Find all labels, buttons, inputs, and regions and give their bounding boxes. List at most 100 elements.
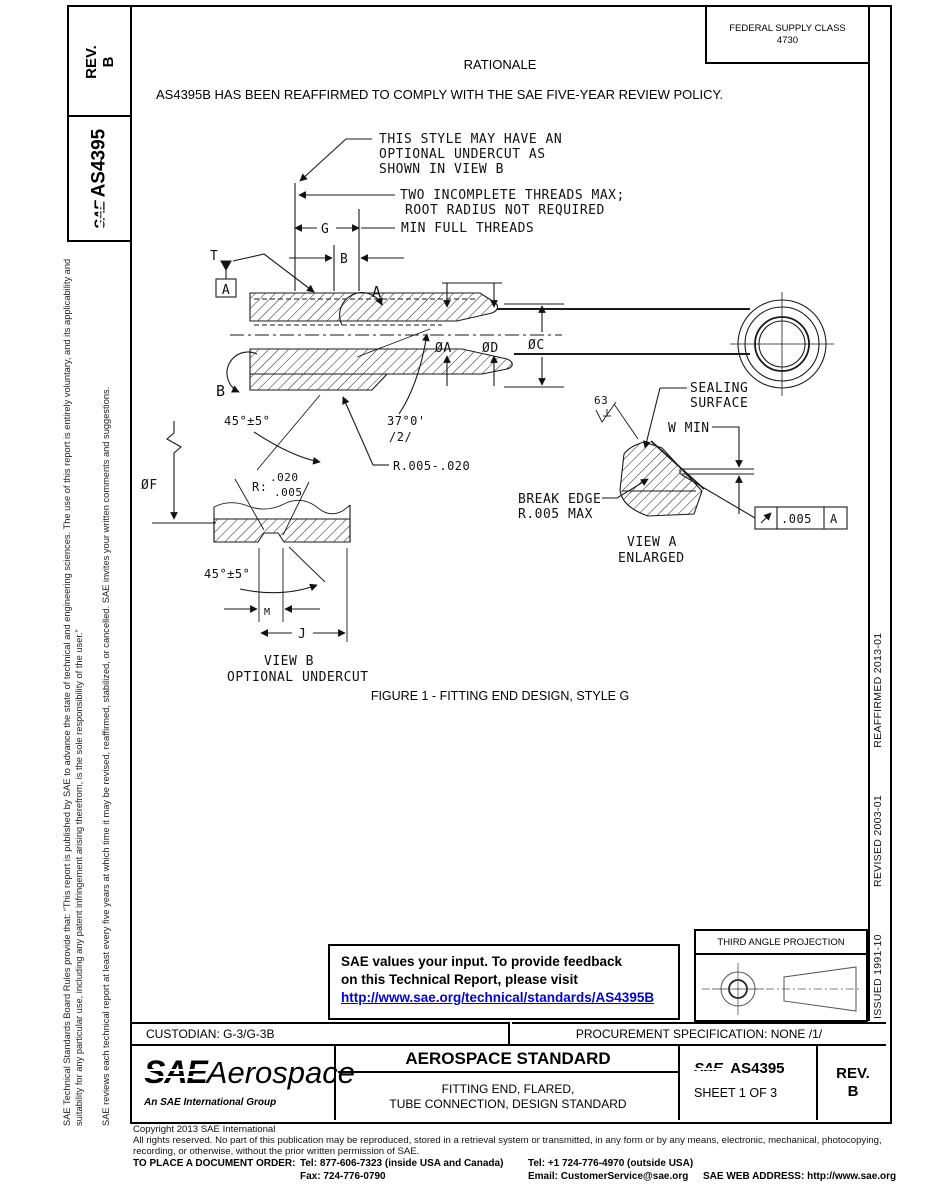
tel-inside: Tel: 877-606-7323 (inside USA and Canada… [300, 1158, 504, 1169]
angle-45-top-label: 45°±5° [224, 414, 270, 428]
note-style-line2: OPTIONAL UNDERCUT AS [379, 147, 546, 162]
dia-a-label: ØA [435, 341, 452, 356]
fcf-datum: A [830, 512, 838, 526]
r-bottom-value: .005 [274, 486, 303, 499]
note-style-line1: THIS STYLE MAY HAVE AN [379, 132, 562, 147]
view-b-caption1: VIEW B [264, 654, 314, 669]
doc-number-box: SAE AS4395 [67, 115, 132, 242]
note-threads-line1: TWO INCOMPLETE THREADS MAX; [400, 188, 625, 203]
doc-number-side: AS4395 [88, 128, 110, 197]
dim-label-j: J [298, 627, 306, 642]
rationale-text: AS4395B HAS BEEN REAFFIRMED TO COMPLY WI… [156, 87, 724, 102]
rev-cell: REV. B [820, 1046, 886, 1120]
web-address: SAE WEB ADDRESS: http://www.sae.org [703, 1171, 897, 1182]
review-note-text: SAE reviews each technical report at lea… [101, 386, 111, 1126]
procurement-cell: PROCUREMENT SPECIFICATION: NONE /1/ [512, 1022, 886, 1044]
feedback-link[interactable]: http://www.sae.org/technical/standards/A… [341, 990, 655, 1005]
date-strip: ISSUED 1991-10 REVISED 2003-01 REAFFIRME… [872, 579, 884, 1019]
w-min-label: W MIN [668, 421, 710, 436]
rev-value: B [99, 56, 117, 68]
sealing-label1: SEALING [690, 381, 748, 396]
federal-supply-class-label: FEDERAL SUPPLY CLASS [729, 22, 846, 34]
runout-arrow-icon [760, 512, 772, 524]
note-style-line3: SHOWN IN VIEW B [379, 162, 504, 177]
dia-d-label: ØD [482, 341, 499, 356]
rationale-heading: RATIONALE [463, 57, 537, 72]
sae-logo-icon: SAE [143, 1054, 208, 1090]
dia-f-label: ØF [141, 478, 158, 493]
note-threads-line2: ROOT RADIUS NOT REQUIRED [405, 203, 605, 218]
rev-box-text: REV. B [82, 45, 116, 79]
disclaimer-text: SAE Technical Standards Board Rules prov… [62, 258, 85, 1126]
document-title: FITTING END, FLARED, TUBE CONNECTION, DE… [338, 1073, 678, 1120]
rev-cell-value: B [847, 1083, 859, 1100]
finish-63-label: 63 [594, 394, 608, 407]
rights-line2: recording, or otherwise, without the pri… [133, 1146, 420, 1157]
date-strip-divider [868, 7, 870, 1021]
figure-caption: FIGURE 1 - FITTING END DESIGN, STYLE G [370, 689, 630, 703]
figure-1-drawing: THIS STYLE MAY HAVE AN OPTIONAL UNDERCUT… [141, 132, 848, 685]
r-top-value: .020 [270, 471, 299, 484]
order-label: TO PLACE A DOCUMENT ORDER: [133, 1158, 296, 1169]
aerospace-logo-text: Aerospace [206, 1055, 356, 1090]
feedback-line2: on this Technical Report, please visit [341, 972, 578, 987]
rev-box: REV. B [67, 5, 132, 119]
doc-number-box-text: SAE AS4395 [88, 128, 111, 230]
logo-tagline: An SAE International Group [144, 1097, 277, 1108]
drawing-linework [152, 138, 848, 642]
copyright-line: Copyright 2013 SAE International [133, 1124, 276, 1135]
fcf-tolerance: .005 [781, 512, 812, 526]
federal-supply-class-value: 4730 [776, 34, 799, 46]
dia-c-label: ØC [528, 338, 545, 353]
break-edge-label2: R.005 MAX [518, 507, 593, 522]
note-2-label: /2/ [389, 430, 412, 444]
fax-number: Fax: 724-776-0790 [300, 1171, 386, 1182]
projection-box: THIRD ANGLE PROJECTION [694, 929, 868, 1022]
doc-number: AS4395 [730, 1060, 785, 1077]
sae-logo-icon: SAE [693, 1061, 723, 1076]
view-a-caption1: VIEW A [627, 535, 677, 550]
view-a-arrow-label: A [372, 283, 382, 301]
feedback-line1: SAE values your input. To provide feedba… [341, 954, 623, 969]
sealing-label2: SURFACE [690, 396, 748, 411]
break-edge-label1: BREAK EDGE [518, 492, 601, 507]
tel-outside: Tel: +1 724-776-4970 (outside USA) [528, 1158, 694, 1169]
main-frame: ISSUED 1991-10 REVISED 2003-01 REAFFIRME… [130, 5, 892, 1124]
angle-37-label: 37°0' [387, 414, 426, 428]
view-a-caption2: ENLARGED [618, 551, 685, 566]
radius-range-label: R.005-.020 [393, 459, 470, 473]
sheet-number: SHEET 1 OF 3 [694, 1086, 778, 1100]
document-title-line2: TUBE CONNECTION, DESIGN STANDARD [389, 1096, 627, 1111]
dim-label-b: B [340, 252, 348, 267]
angle-45-bottom-label: 45°±5° [204, 567, 250, 581]
custodian-cell: CUSTODIAN: G-3/G-3B [132, 1022, 510, 1044]
view-b-caption2: OPTIONAL UNDERCUT [227, 670, 369, 685]
doc-number-cell: SAE AS4395 SHEET 1 OF 3 [682, 1046, 818, 1120]
rev-cell-label: REV. [836, 1065, 870, 1082]
email-address: Email: CustomerService@sae.org [528, 1171, 689, 1182]
rev-label: REV. [82, 45, 100, 79]
view-b-arrow-label: B [216, 382, 226, 400]
rights-line1: All rights reserved. No part of this pub… [133, 1135, 882, 1146]
reaffirmed-date: REAFFIRMED 2013-01 [872, 632, 884, 748]
standard-cell: AEROSPACE STANDARD FITTING END, FLARED, … [338, 1046, 680, 1120]
dim-label-t: T [210, 249, 218, 264]
projection-title: THIRD ANGLE PROJECTION [696, 931, 866, 955]
dim-label-g: G [321, 222, 329, 237]
disclaimer-line1: SAE Technical Standards Board Rules prov… [62, 399, 72, 1126]
drawing-labels: THIS STYLE MAY HAVE AN OPTIONAL UNDERCUT… [141, 132, 838, 685]
revised-date: REVISED 2003-01 [872, 794, 884, 888]
document-title-line1: FITTING END, FLARED, [441, 1081, 575, 1096]
federal-supply-class-box: FEDERAL SUPPLY CLASS 4730 [705, 7, 868, 64]
standard-type: AEROSPACE STANDARD [338, 1046, 678, 1073]
feedback-box: SAE values your input. To provide feedba… [328, 944, 680, 1020]
r-label: R: [252, 480, 267, 494]
note-min-full-threads: MIN FULL THREADS [401, 221, 534, 236]
datum-a-label: A [222, 283, 230, 298]
dim-label-m: M [264, 607, 271, 618]
third-angle-projection-icon [702, 963, 862, 1015]
sae-logo-icon: SAE [91, 199, 108, 230]
